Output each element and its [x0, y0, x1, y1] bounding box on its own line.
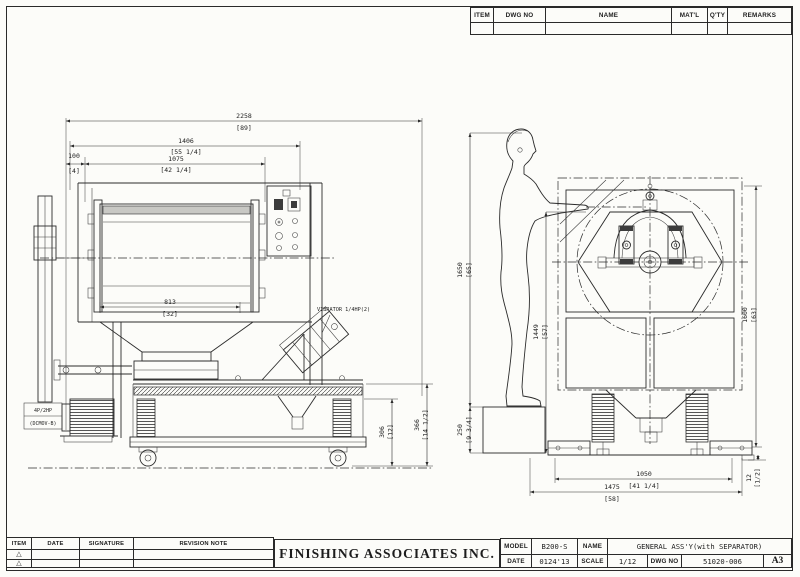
motor-label-line1: 4P/2HP: [34, 408, 52, 414]
dim-table-height-in: [12]: [387, 424, 395, 440]
parts-row-empty-cell: [727, 22, 791, 34]
parts-row-empty-cell: [493, 22, 545, 34]
parts-row-empty-cell: [545, 22, 671, 34]
rev-row-empty-cell: [133, 549, 273, 559]
rev-header-item: ITEM: [11, 540, 27, 547]
base-spring-right: [685, 393, 709, 443]
operator-hairline: [507, 129, 528, 143]
title-model-label: MODEL: [504, 543, 528, 550]
dim-machine-height-mm: 1600: [741, 307, 749, 323]
yoke-assembly: [597, 183, 703, 274]
dim-overall-width-in: [89]: [236, 124, 252, 132]
dim-frame-width-mm: 1406: [178, 137, 194, 145]
title-name-value: GENERAL ASS'Y(with SEPARATOR): [607, 539, 791, 554]
parts-row-empty-cell: [671, 22, 707, 34]
title-name-label: NAME: [577, 539, 607, 554]
spring-right: [332, 398, 352, 438]
dim-hand-height-mm: 1449: [532, 324, 540, 340]
caster-right: [329, 449, 347, 467]
rev-row-empty-cell: [79, 549, 133, 559]
revision-mark: △: [7, 549, 31, 559]
rev-row-empty-cell: [133, 559, 273, 567]
dim-hopper-width-mm: 813: [164, 298, 176, 306]
dim-overall-width-front-in: [58]: [604, 495, 620, 503]
revision-table: ITEM DATE SIGNATURE REVISION NOTE △ △: [6, 537, 274, 568]
dim-machine-height-in: [63]: [750, 307, 758, 323]
dim-hopper-width-in: [32]: [162, 310, 178, 318]
dim-platform-height-mm: 250: [456, 424, 464, 436]
side-view-drawing: 2258 [89] 1406 [55 1/4] 100 [4] 1075 [42…: [23, 112, 433, 469]
dim-base-height-in: [14 1/2]: [422, 409, 430, 440]
title-date-label: DATE: [501, 554, 531, 567]
title-dwg-value: 51020-006: [681, 554, 763, 567]
parts-header-matl: MAT'L: [671, 8, 707, 22]
dim-offset-in: [4]: [68, 167, 80, 175]
motor-label: 4P/2HP (DCMOV-B): [23, 402, 63, 430]
title-dwg-label: DWG NO: [647, 554, 681, 567]
dim-base-height-mm: 366: [413, 419, 421, 431]
control-panel: [266, 185, 312, 257]
operator-figure: [499, 128, 589, 407]
base-spring-left: [591, 393, 615, 443]
parts-list-table: ITEM DWG NO NAME MAT'L Q'TY REMARKS: [470, 7, 792, 35]
dim-base-span-mm: 1050: [636, 470, 652, 478]
rev-row-empty-cell: [79, 559, 133, 567]
dim-barrel-width-mm: 1075: [168, 155, 184, 163]
dim-hand-height-in: [57]: [541, 324, 549, 340]
motor-label-line2: (DCMOV-B): [29, 421, 56, 427]
vibrator: [279, 306, 350, 374]
dim-overall-width-mm: 2258: [236, 112, 252, 120]
drive-motor: [69, 398, 115, 437]
title-date-value: 0124'13: [531, 554, 577, 567]
front-view-drawing: 1650 [65] 250 [9 3/4] 1449 [57]: [456, 128, 766, 503]
title-model-value: B200-S: [531, 539, 577, 554]
dim-base-span-in: [41 1/4]: [628, 482, 659, 490]
title-scale-value: 1/12: [607, 554, 647, 567]
rev-header-signature: SIGNATURE: [79, 538, 133, 549]
sheet-border-frame: [6, 6, 793, 571]
operator-ear: [517, 147, 523, 153]
parts-row-empty-cell: [707, 22, 727, 34]
revision-mark: △: [7, 559, 31, 567]
rev-row-empty-cell: [31, 559, 79, 567]
dim-table-height-mm: 306: [378, 426, 386, 438]
dim-pad-mm: 12: [745, 474, 753, 482]
dim-person-height-in: [65]: [465, 262, 473, 278]
parts-header-name: NAME: [545, 8, 671, 22]
rev-header-date: DATE: [31, 538, 79, 549]
parts-header-item: ITEM: [474, 11, 490, 19]
dim-platform-height-in: [9 3/4]: [465, 416, 473, 443]
parts-header-remarks: REMARKS: [727, 8, 791, 22]
dim-person-height-mm: 1650: [456, 262, 464, 278]
title-scale-label: SCALE: [577, 554, 607, 567]
operator-platform: [482, 406, 546, 454]
dim-frame-width-in: [55 1/4]: [170, 148, 201, 156]
caster-left: [139, 449, 157, 467]
separator-screen: [133, 386, 363, 396]
dim-overall-width-front-mm: 1475: [604, 483, 620, 491]
sheet-size-badge: A3: [763, 554, 791, 567]
rev-header-note: REVISION NOTE: [133, 538, 273, 549]
company-name: FINISHING ASSOCIATES INC.: [274, 539, 500, 568]
dim-pad-in: [1/2]: [754, 468, 762, 488]
parts-header-dwg-no: DWG NO: [493, 8, 545, 22]
vibrator-label: VIBRATOR 1/4HP(2): [317, 307, 370, 313]
parts-header-qty: Q'TY: [707, 8, 727, 22]
dim-offset-mm: 100: [68, 152, 80, 160]
drum-front: [577, 211, 723, 313]
dim-barrel-width-in: [42 1/4]: [160, 166, 191, 174]
title-block: MODEL B200-S NAME GENERAL ASS'Y(with SEP…: [500, 538, 792, 568]
spring-left: [136, 398, 156, 438]
rev-row-empty-cell: [31, 549, 79, 559]
parts-row-empty-cell: [471, 22, 493, 34]
